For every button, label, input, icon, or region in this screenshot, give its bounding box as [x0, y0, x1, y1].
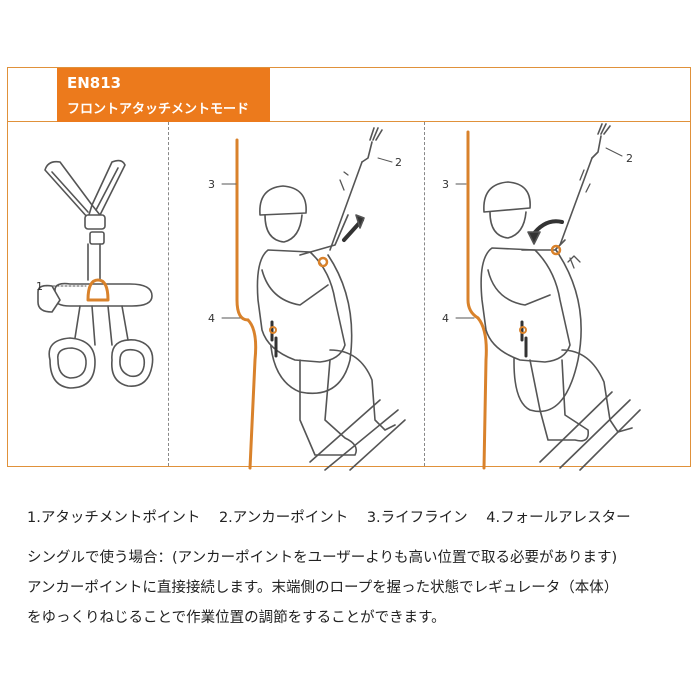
callout-1: 1 [36, 280, 43, 293]
callout-2-panel2: 2 [395, 156, 402, 169]
worker-illustration-1 [221, 127, 406, 471]
diagram-frame: EN813 フロントアタッチメントモード [7, 67, 691, 467]
note-line-2: アンカーポイントに直接接続します。末端側のロープを握った状態でレギュレータ（本体… [27, 580, 619, 596]
legend-item-2: 2.アンカーポイント [218, 510, 349, 526]
callout-3-panel2: 3 [208, 178, 215, 191]
standard-label: EN813 [67, 74, 122, 92]
panel-divider-2 [424, 122, 425, 466]
callout-4-panel2: 4 [208, 312, 215, 325]
worker-illustration-2 [455, 123, 641, 471]
panel-divider-1 [168, 122, 169, 466]
mode-label: フロントアタッチメントモード [67, 102, 250, 117]
note-line-3: をゆっくりねじることで作業位置の調節をすることができます。 [27, 610, 446, 626]
header-row: EN813 フロントアタッチメントモード [8, 68, 690, 122]
header-label-box: EN813 フロントアタッチメントモード [57, 68, 270, 122]
callout-2-panel3: 2 [626, 152, 633, 165]
harness-illustration [37, 159, 154, 389]
legend: 1.アタッチメントポイント 2.アンカーポイント 3.ライフライン 4.フォール… [27, 506, 645, 527]
legend-item-3: 3.ライフライン [366, 510, 468, 526]
legend-item-4: 4.フォールアレスター [486, 510, 631, 526]
callout-4-panel3: 4 [442, 312, 449, 325]
legend-item-1: 1.アタッチメントポイント [27, 510, 201, 526]
callout-3-panel3: 3 [442, 178, 449, 191]
note-line-1: シングルで使う場合：(アンカーポイントをユーザーよりも高い位置で取る必要がありま… [27, 550, 618, 566]
